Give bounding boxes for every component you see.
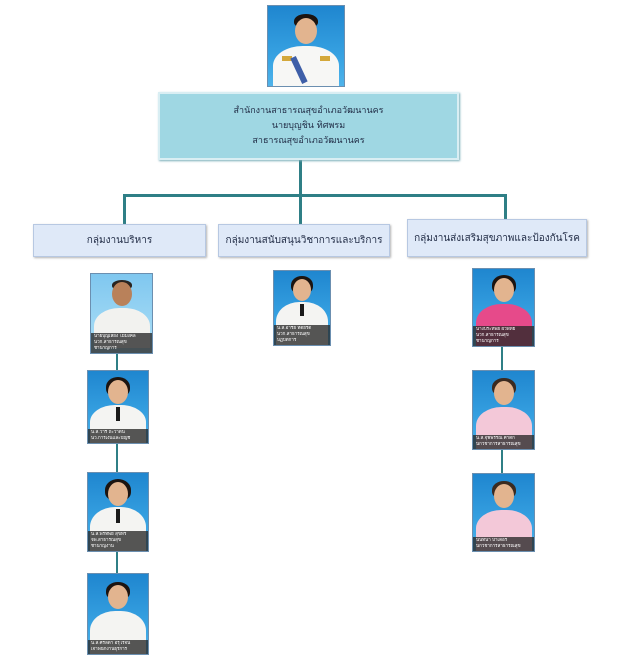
group-title-health-promotion: กลุ่มงานส่งเสริมสุขภาพและป้องกันโรค <box>414 232 580 244</box>
member-caption: น.ส.จุฬีพรรณ ศาดิก นักวิชาการสาธารณสุข <box>473 435 534 449</box>
connector-left-chain-3 <box>116 550 118 573</box>
member-caption: น.ส.พรทิพย์ สุขทร จพ.สาธารณสุข ชำนาญงาน <box>88 531 148 551</box>
connector-head-down <box>299 156 302 196</box>
member-photo-admin-1: นายบุญเลียง ไม้มงคล นวก.สาธารณสุข ชำนาญก… <box>90 273 153 354</box>
group-box-health-promotion: กลุ่มงานส่งเสริมสุขภาพและป้องกันโรค <box>407 219 587 257</box>
member-caption: น.ส.วารี ถะวาดิน นว.การเงินและบัญชี <box>88 429 148 443</box>
member-photo-academic-1: น.ส.อารีย์ ทิตย์รัด นวก.สาธารณสุข ปฏิบัต… <box>273 270 331 346</box>
connector-horizontal <box>123 194 507 197</box>
member-photo-health-2: น.ส.จุฬีพรรณ ศาดิก นักวิชาการสาธารณสุข <box>472 370 535 450</box>
member-photo-health-1: นางประทิพย์ ผิวพิทย์ นวก.สาธารณสุข ชำนาญ… <box>472 268 535 347</box>
head-person-name: นายบุญชิน ทิศพรม <box>271 120 346 131</box>
member-caption: นันท์นา บำเดอร นักวิชาการสาธารณสุข <box>473 537 534 551</box>
member-caption: น.ส.ศิริลดา อรุโรจน์ เจ้าพนักงานธุรการ <box>88 640 148 654</box>
connector-right-chain-2 <box>501 448 503 473</box>
member-caption: นายบุญเลียง ไม้มงคล นวก.สาธารณสุข ชำนาญก… <box>91 333 152 353</box>
group-title-academic: กลุ่มงานสนับสนุนวิชาการและบริการ <box>225 235 383 246</box>
member-caption: น.ส.อารีย์ ทิตย์รัด นวก.สาธารณสุข ปฏิบัต… <box>274 325 330 345</box>
connector-left-chain-2 <box>116 442 118 472</box>
connector-left-drop <box>123 194 126 224</box>
member-caption: นางประทิพย์ ผิวพิทย์ นวก.สาธารณสุข ชำนาญ… <box>473 326 534 346</box>
connector-middle-drop <box>299 194 302 224</box>
head-position: สาธารณสุขอำเภอวัฒนานคร <box>252 135 365 146</box>
member-photo-admin-4: น.ส.ศิริลดา อรุโรจน์ เจ้าพนักงานธุรการ <box>87 573 149 655</box>
member-photo-health-3: นันท์นา บำเดอร นักวิชาการสาธารณสุข <box>472 473 535 552</box>
group-title-admin: กลุ่มงานบริหาร <box>86 235 153 246</box>
member-photo-admin-2: น.ส.วารี ถะวาดิน นว.การเงินและบัญชี <box>87 370 149 444</box>
head-portrait <box>267 5 345 87</box>
connector-left-chain-1 <box>116 352 118 372</box>
connector-right-chain-1 <box>501 345 503 370</box>
head-office-name: สำนักงานสาธารณสุขอำเภอวัฒนานคร <box>233 105 384 116</box>
head-office-box: สำนักงานสาธารณสุขอำเภอวัฒนานคร นายบุญชิน… <box>158 92 459 160</box>
group-box-admin: กลุ่มงานบริหาร <box>33 224 206 257</box>
connector-right-drop <box>504 194 507 219</box>
group-box-academic: กลุ่มงานสนับสนุนวิชาการและบริการ <box>218 224 390 257</box>
member-photo-admin-3: น.ส.พรทิพย์ สุขทร จพ.สาธารณสุข ชำนาญงาน <box>87 472 149 552</box>
